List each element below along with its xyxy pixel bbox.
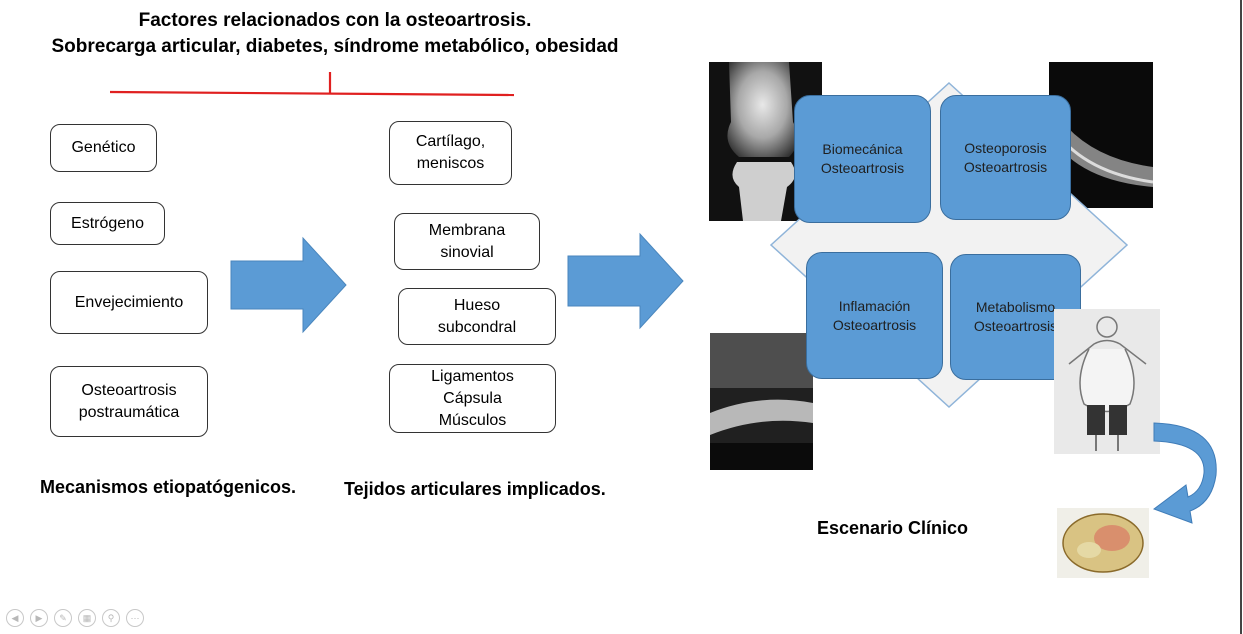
tissues-caption: Tejidos articulares implicados.: [344, 479, 606, 499]
pen-icon[interactable]: ✎: [54, 609, 72, 627]
tissue-hueso: Hueso subcondral: [398, 288, 556, 345]
tissue-ligamentos: Ligamentos Cápsula Músculos: [389, 364, 556, 433]
phenotype-biomecanica: Biomecánica Osteoartrosis: [794, 95, 931, 223]
header-bracket: [109, 72, 515, 97]
next-icon[interactable]: ▶: [30, 609, 48, 627]
mechanism-estrogeno: Estrógeno: [50, 202, 165, 245]
obesity-figure-image: [1054, 309, 1160, 454]
slides-icon[interactable]: ▦: [78, 609, 96, 627]
prev-icon[interactable]: ◀: [6, 609, 24, 627]
synovial-ultrasound-image: [710, 333, 813, 470]
zoom-icon[interactable]: ⚲: [102, 609, 120, 627]
header-line-2: Sobrecarga articular, diabetes, síndrome…: [51, 36, 619, 57]
flow-arrow-2: [567, 232, 684, 330]
cartilage-sample-image: [1057, 508, 1149, 578]
mechanism-genetico: Genético: [50, 124, 157, 172]
clinical-caption: Escenario Clínico: [817, 518, 969, 538]
tissue-membrana: Membrana sinovial: [394, 213, 540, 270]
slide-edge: [1240, 0, 1242, 634]
header-line-1: Factores relacionados con la osteoartros…: [138, 10, 532, 31]
curved-arrow: [1152, 422, 1217, 524]
tissue-cartilago: Cartílago, meniscos: [389, 121, 512, 185]
phenotype-inflamacion: Inflamación Osteoartrosis: [806, 252, 943, 379]
mechanisms-caption: Mecanismos etiopatógenicos.: [40, 477, 297, 497]
mechanism-envejecimiento: Envejecimiento: [50, 271, 208, 334]
mechanism-postraumatica: Osteoartrosis postraumática: [50, 366, 208, 437]
flow-arrow-1: [230, 236, 347, 334]
more-icon[interactable]: ⋯: [126, 609, 144, 627]
phenotype-osteoporosis: Osteoporosis Osteoartrosis: [940, 95, 1071, 220]
